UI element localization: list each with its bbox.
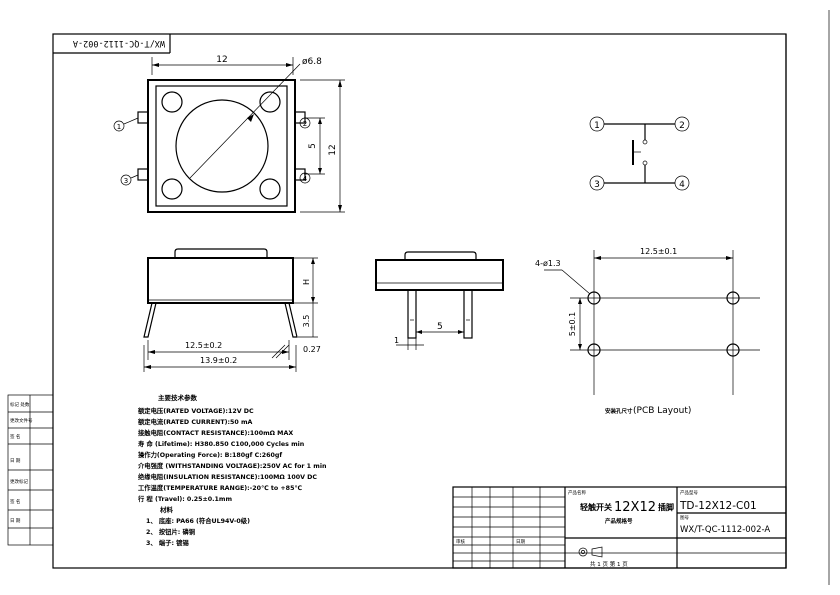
material-line-3: 3、 端子: 镀锡 <box>146 538 189 547</box>
dim-side-35: 3.5 <box>302 315 311 328</box>
product-name-prefix: 轻触开关 <box>580 502 612 512</box>
top-pin-1: 1 <box>117 123 121 131</box>
schematic-pin-1: 1 <box>594 121 600 131</box>
schematic-pin-2: 2 <box>679 121 685 131</box>
revision-label-3: 签 名 <box>10 433 20 440</box>
dim-side-027: 0.27 <box>303 345 321 354</box>
revision-label-1: 标记 处数 <box>10 401 30 408</box>
spec-line-2: 额定电流(RATED CURRENT):50 mA <box>138 417 253 426</box>
product-name-label: 产品名称 <box>568 489 586 496</box>
sheet-row: 共 1 页 第 1 页 <box>590 560 628 568</box>
mirrored-drawing-number: WX/T-QC-1112-002-A <box>73 38 165 48</box>
dim-side-pitch: 12.5±0.2 <box>185 341 222 350</box>
dim-top-pin-pitch: 5 <box>308 143 318 149</box>
revision-table: 标记 处数 更改文件号 签 名 日 期 更改标记 签 名 日 期 <box>7 394 54 546</box>
schematic-pin-3: 3 <box>594 180 600 190</box>
spec-line-1: 额定电压(RATED VOLTAGE):12V DC <box>138 406 254 415</box>
spec-line-7: 绝缘电阻(INSULATION RESISTANCE):100MΩ 100V D… <box>138 472 317 481</box>
dim-top-height: 12 <box>328 144 338 155</box>
schematic-pin-4: 4 <box>679 180 685 190</box>
revision-label-6: 签 名 <box>10 498 20 505</box>
dim-pcb-pitch-x: 12.5±0.1 <box>640 247 677 256</box>
top-pin-4: 4 <box>303 175 308 183</box>
title-row-label-1: 审核 <box>456 538 465 545</box>
dim-top-width: 12 <box>216 55 227 65</box>
side-view: H 3.5 12.5±0.2 13.9±0.2 0.27 <box>143 248 321 372</box>
revision-label-4: 日 期 <box>10 458 21 464</box>
projection-symbol-icon <box>578 546 603 558</box>
top-pin-3: 3 <box>124 177 128 185</box>
material-line-2: 2、 按钮片: 磷铜 <box>146 527 195 536</box>
part-number: TD-12X12-C01 <box>679 500 757 512</box>
specs-heading: 主要技术参数 <box>158 393 198 402</box>
pcb-layout: 12.5±0.1 5±0.1 4-ø1.3 安装孔尺寸 (PCB Layout) <box>535 247 760 416</box>
revision-label-7: 日 期 <box>10 518 21 524</box>
dim-side-h: H <box>302 279 311 285</box>
end-view: 1 5 <box>375 251 504 350</box>
materials-heading: 材料 <box>159 505 174 514</box>
dim-cap-diameter: ø6.8 <box>302 57 322 67</box>
product-name-size: 12X12 <box>614 500 656 515</box>
product-spec-label: 产品规格号 <box>605 517 633 525</box>
drawing-number-label: 图号 <box>680 515 689 521</box>
spec-line-6: 介电强度 (WITHSTANDING VOLTAGE):250V AC for … <box>137 461 326 470</box>
spec-line-3: 接触电阻(CONTACT RESISTANCE):100mΩ MAX <box>138 428 293 437</box>
title-row-label-2: 日期 <box>516 539 525 545</box>
pcb-caption: (PCB Layout) <box>633 406 691 416</box>
dim-pcb-pitch-y: 5±0.1 <box>568 312 577 337</box>
revision-label-5: 更改标记 <box>10 478 28 485</box>
spec-line-4: 寿 命 (Lifetime): H380.850 C100,000 Cycles… <box>138 439 304 448</box>
dim-end-5: 5 <box>437 322 443 332</box>
pcb-caption-prefix: 安装孔尺寸 <box>605 407 633 415</box>
revision-label-2: 更改文件号 <box>10 417 33 424</box>
top-view: 12 12 5 ø6.8 1 2 <box>113 55 345 213</box>
specs-block: 主要技术参数 额定电压(RATED VOLTAGE):12V DC 额定电流(R… <box>137 393 326 547</box>
dim-end-1: 1 <box>394 336 399 345</box>
product-name-suffix: 插脚 <box>658 502 674 512</box>
top-pin-2: 2 <box>303 120 307 128</box>
dim-side-overall: 13.9±0.2 <box>200 356 237 365</box>
part-number-label: 产品型号 <box>680 489 698 496</box>
material-line-1: 1、 底座: PA66 (符合UL94V-0级) <box>146 516 250 525</box>
drawing-number: WX/T-QC-1112-002-A <box>680 525 770 535</box>
drawing-frame: WX/T-QC-1112-002-A <box>52 10 830 585</box>
spec-line-9: 行 程 (Travel): 0.25±0.1mm <box>137 494 232 503</box>
title-block: 审核 日期 产品名称 轻触开关 12X12 插脚 产品规格号 产品型号 TD-1… <box>452 486 787 569</box>
spec-line-5: 操作力(Operating Force): B:180gf C:260gf <box>138 450 282 459</box>
pcb-hole-spec: 4-ø1.3 <box>535 259 561 268</box>
spec-line-8: 工作温度(TEMPERATURE RANGE):-20℃ to +85℃ <box>138 483 302 492</box>
switch-schematic: 1 2 3 4 <box>589 116 690 191</box>
